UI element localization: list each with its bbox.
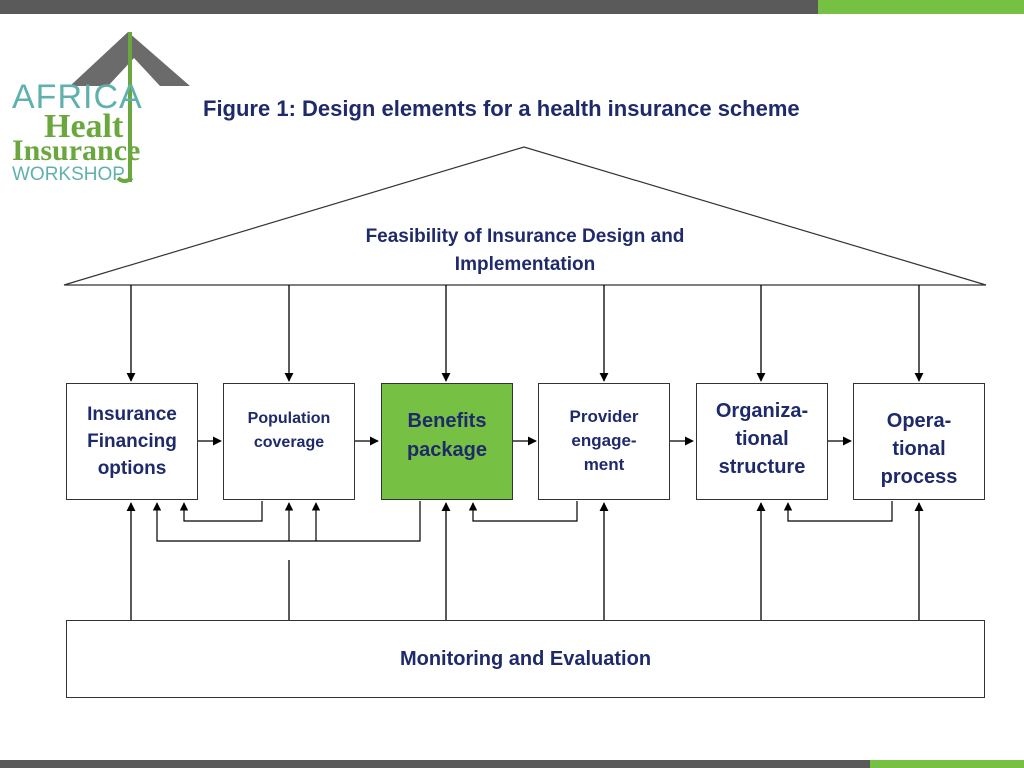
box-operational-process: Opera-tional process bbox=[853, 383, 985, 500]
box-label: Organiza-tional structure bbox=[715, 399, 809, 478]
roof-triangle bbox=[63, 146, 987, 286]
bottom-bar-green bbox=[870, 760, 1024, 768]
logo-house-icon bbox=[70, 32, 190, 183]
box-population-coverage: Population coverage bbox=[223, 383, 355, 500]
box-label: Insurance Financing options bbox=[87, 404, 177, 479]
figure-title: Figure 1: Design elements for a health i… bbox=[203, 96, 800, 121]
africa-health-insurance-logo: AFRICA Healt Insurance WORKSHOP bbox=[10, 28, 195, 193]
box-benefits-package: Benefits package bbox=[381, 383, 513, 500]
box-organizational-structure: Organiza-tional structure bbox=[696, 383, 828, 500]
top-bar-gray bbox=[0, 0, 818, 14]
box-label: Provider engage-ment bbox=[569, 406, 639, 474]
logo-text-insurance: Insurance bbox=[12, 134, 141, 167]
roof-arrows bbox=[126, 285, 924, 382]
monitoring-arrows bbox=[126, 502, 924, 620]
box-provider-engagement: Provider engage-ment bbox=[538, 383, 670, 500]
roof-label: Feasibility of Insurance Design and Impl… bbox=[365, 226, 685, 275]
monitoring-evaluation-box: Monitoring and Evaluation bbox=[66, 620, 985, 698]
box-label: Opera-tional process bbox=[880, 410, 958, 488]
logo-text-health: Healt bbox=[44, 108, 124, 145]
bottom-bar-gray bbox=[0, 760, 870, 768]
box-insurance-financing: Insurance Financing options bbox=[66, 383, 198, 500]
top-bar-green bbox=[818, 0, 1024, 14]
logo-text-workshop: WORKSHOP bbox=[12, 164, 125, 185]
logo-text-africa: AFRICA bbox=[12, 78, 143, 116]
box-label: Benefits package bbox=[406, 409, 488, 461]
feedback-arrows bbox=[152, 501, 893, 542]
box-label: Population coverage bbox=[247, 409, 331, 451]
